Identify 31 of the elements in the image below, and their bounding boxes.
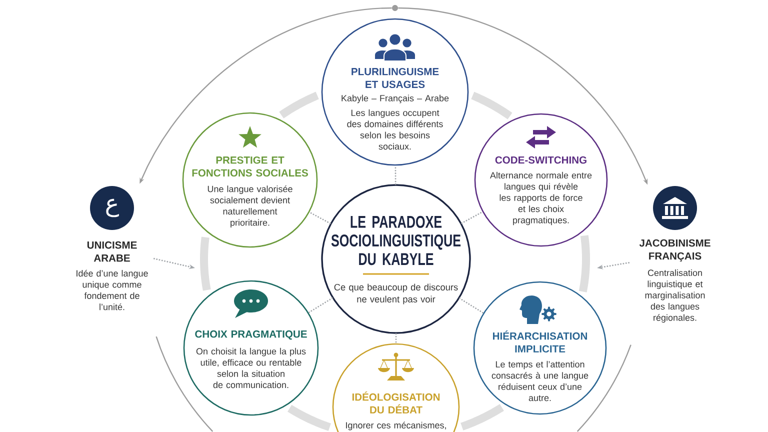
topic-circle bbox=[474, 113, 608, 247]
description: Ignorer ces mécanismes, bbox=[346, 422, 446, 430]
heading: HIÉRARCHISATION IMPLICITE bbox=[493, 330, 587, 353]
dotted-line bbox=[308, 297, 333, 314]
title: LE PARADOXE SOCIOLINGUISTIQUE DU KABYLE bbox=[331, 216, 461, 266]
dotted-line bbox=[395, 333, 397, 344]
description: Idée d’une langue unique comme fondement de l’unité. bbox=[76, 270, 148, 310]
topic-circle bbox=[321, 18, 469, 166]
topic-circle bbox=[183, 280, 319, 416]
dotted-line bbox=[308, 211, 331, 224]
heading: PRESTIGE ET FONCTIONS SOCIALES bbox=[192, 156, 308, 177]
topic-circle bbox=[321, 184, 471, 334]
heading: UNICISME ARABE bbox=[87, 241, 137, 262]
description: Les langues occupent des domaines différents selon les besoins sociaux. bbox=[347, 109, 443, 150]
topic-circle bbox=[473, 281, 607, 415]
description: Alternance normale entre langues qui révèle les rapports de force et les choix pragmatiques. bbox=[490, 172, 592, 226]
description: On choisit la langue la plus utile, efficace ou rentable selon la situation de communication. bbox=[196, 348, 306, 388]
subheading: Kabyle – Français – Arabe bbox=[342, 94, 449, 104]
subtitle: Ce que beaucoup de discours ne veulent pas voir bbox=[334, 284, 458, 304]
heading: IDÉOLOGISATION DU DÉBAT bbox=[352, 392, 440, 414]
dotted-line bbox=[460, 211, 484, 224]
heading: CHOIX PRAGMATIQUE bbox=[195, 330, 307, 340]
heading: PLURILINGUISME ET USAGES bbox=[352, 68, 439, 88]
dotted-line bbox=[394, 164, 396, 185]
dotted-line bbox=[458, 298, 484, 314]
heading: JACOBINISME FRANÇAIS bbox=[639, 239, 710, 262]
description: Une langue valorisée socialement devient naturellement prioritaire. bbox=[208, 185, 292, 228]
description: Le temps et l’attention consacrés à une langue réduisent ceux d’une autre. bbox=[492, 360, 588, 402]
description: Centralisation linguistique et marginalisation des langues régionales. bbox=[645, 269, 705, 323]
heading: CODE-SWITCHING bbox=[495, 156, 586, 164]
topic-circle bbox=[182, 112, 318, 248]
